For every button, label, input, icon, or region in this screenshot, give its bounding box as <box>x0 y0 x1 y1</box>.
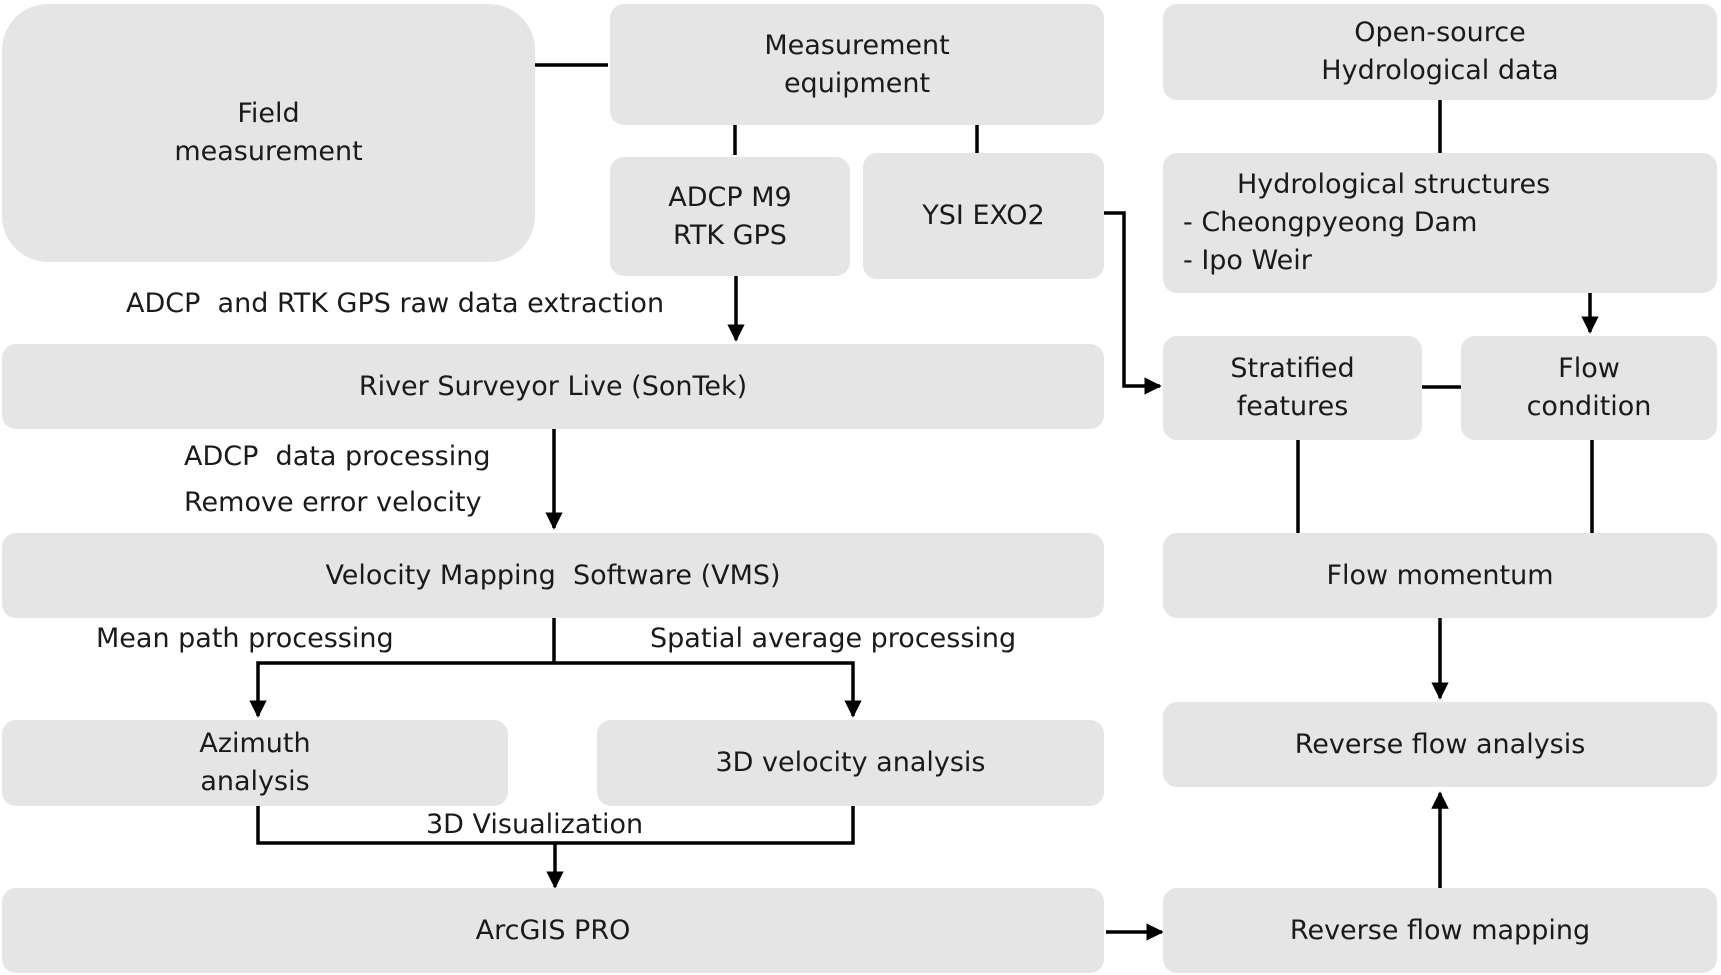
node-reverse-flow-analysis: Reverse flow analysis <box>1163 702 1717 787</box>
node-flow-momentum: Flow momentum <box>1163 533 1717 618</box>
node-arcgis: ArcGIS PRO <box>2 888 1104 973</box>
node-hydrological-structures: Hydrological structures - Cheongpyeong D… <box>1163 153 1717 293</box>
node-text: - Ipo Weir <box>1183 245 1312 276</box>
edge-split-3dvel <box>554 661 862 718</box>
node-text: Field <box>237 98 300 129</box>
node-flow-condition: Flow condition <box>1461 336 1717 440</box>
edge-label-raw-extraction: ADCP and RTK GPS raw data extraction <box>126 288 665 319</box>
node-measurement-equipment: Measurement equipment <box>610 4 1104 125</box>
node-stratified-features: Stratified features <box>1163 336 1422 440</box>
edge-split-azimuth <box>249 661 554 718</box>
node-text: features <box>1236 391 1349 422</box>
node-text: Measurement <box>764 29 950 61</box>
node-text: Velocity Mapping Software (VMS) <box>325 559 781 591</box>
node-text: Flow momentum <box>1326 559 1554 591</box>
node-text: Open-source <box>1354 17 1526 48</box>
node-field-measurement: Field measurement <box>2 4 535 262</box>
node-text: River Surveyor Live (SonTek) <box>358 370 748 402</box>
node-text: Hydrological data <box>1321 55 1559 86</box>
node-text: ArcGIS PRO <box>475 914 631 946</box>
node-text: Azimuth <box>199 728 311 759</box>
node-open-source: Open-source Hydrological data <box>1163 4 1717 100</box>
edge-label-adcp-processing: ADCP data processing <box>184 441 491 472</box>
node-reverse-flow-mapping: Reverse flow mapping <box>1163 888 1717 973</box>
node-text: equipment <box>783 67 931 99</box>
edge-label-spatial-average: Spatial average processing <box>650 623 1017 654</box>
node-text: Stratified <box>1230 353 1355 384</box>
node-ysi-exo2: YSI EXO2 <box>863 153 1104 279</box>
node-text: Reverse flow analysis <box>1294 728 1586 760</box>
edge-label-mean-path: Mean path processing <box>96 623 394 654</box>
edge-label-remove-error: Remove error velocity <box>184 487 482 518</box>
node-text: Flow <box>1558 353 1620 384</box>
edge-ysi-stratified <box>1104 211 1162 395</box>
edge-label-3d-visualization: 3D Visualization <box>426 809 644 840</box>
node-vms: Velocity Mapping Software (VMS) <box>2 533 1104 618</box>
node-text: condition <box>1526 391 1652 422</box>
node-text: 3D velocity analysis <box>715 747 986 778</box>
node-text: YSI EXO2 <box>922 200 1045 231</box>
node-text: Hydrological structures <box>1237 169 1551 200</box>
node-text: Reverse flow mapping <box>1289 914 1591 946</box>
node-river-surveyor: River Surveyor Live (SonTek) <box>2 344 1104 429</box>
node-text: measurement <box>174 136 363 167</box>
node-adcp-m9: ADCP M9 RTK GPS <box>610 157 850 276</box>
node-azimuth-analysis: Azimuth analysis <box>2 720 508 806</box>
node-text: - Cheongpyeong Dam <box>1183 207 1478 238</box>
node-text: ADCP M9 <box>668 181 792 213</box>
node-text: analysis <box>200 766 310 797</box>
node-3d-velocity: 3D velocity analysis <box>597 720 1104 806</box>
node-text: RTK GPS <box>673 219 787 251</box>
